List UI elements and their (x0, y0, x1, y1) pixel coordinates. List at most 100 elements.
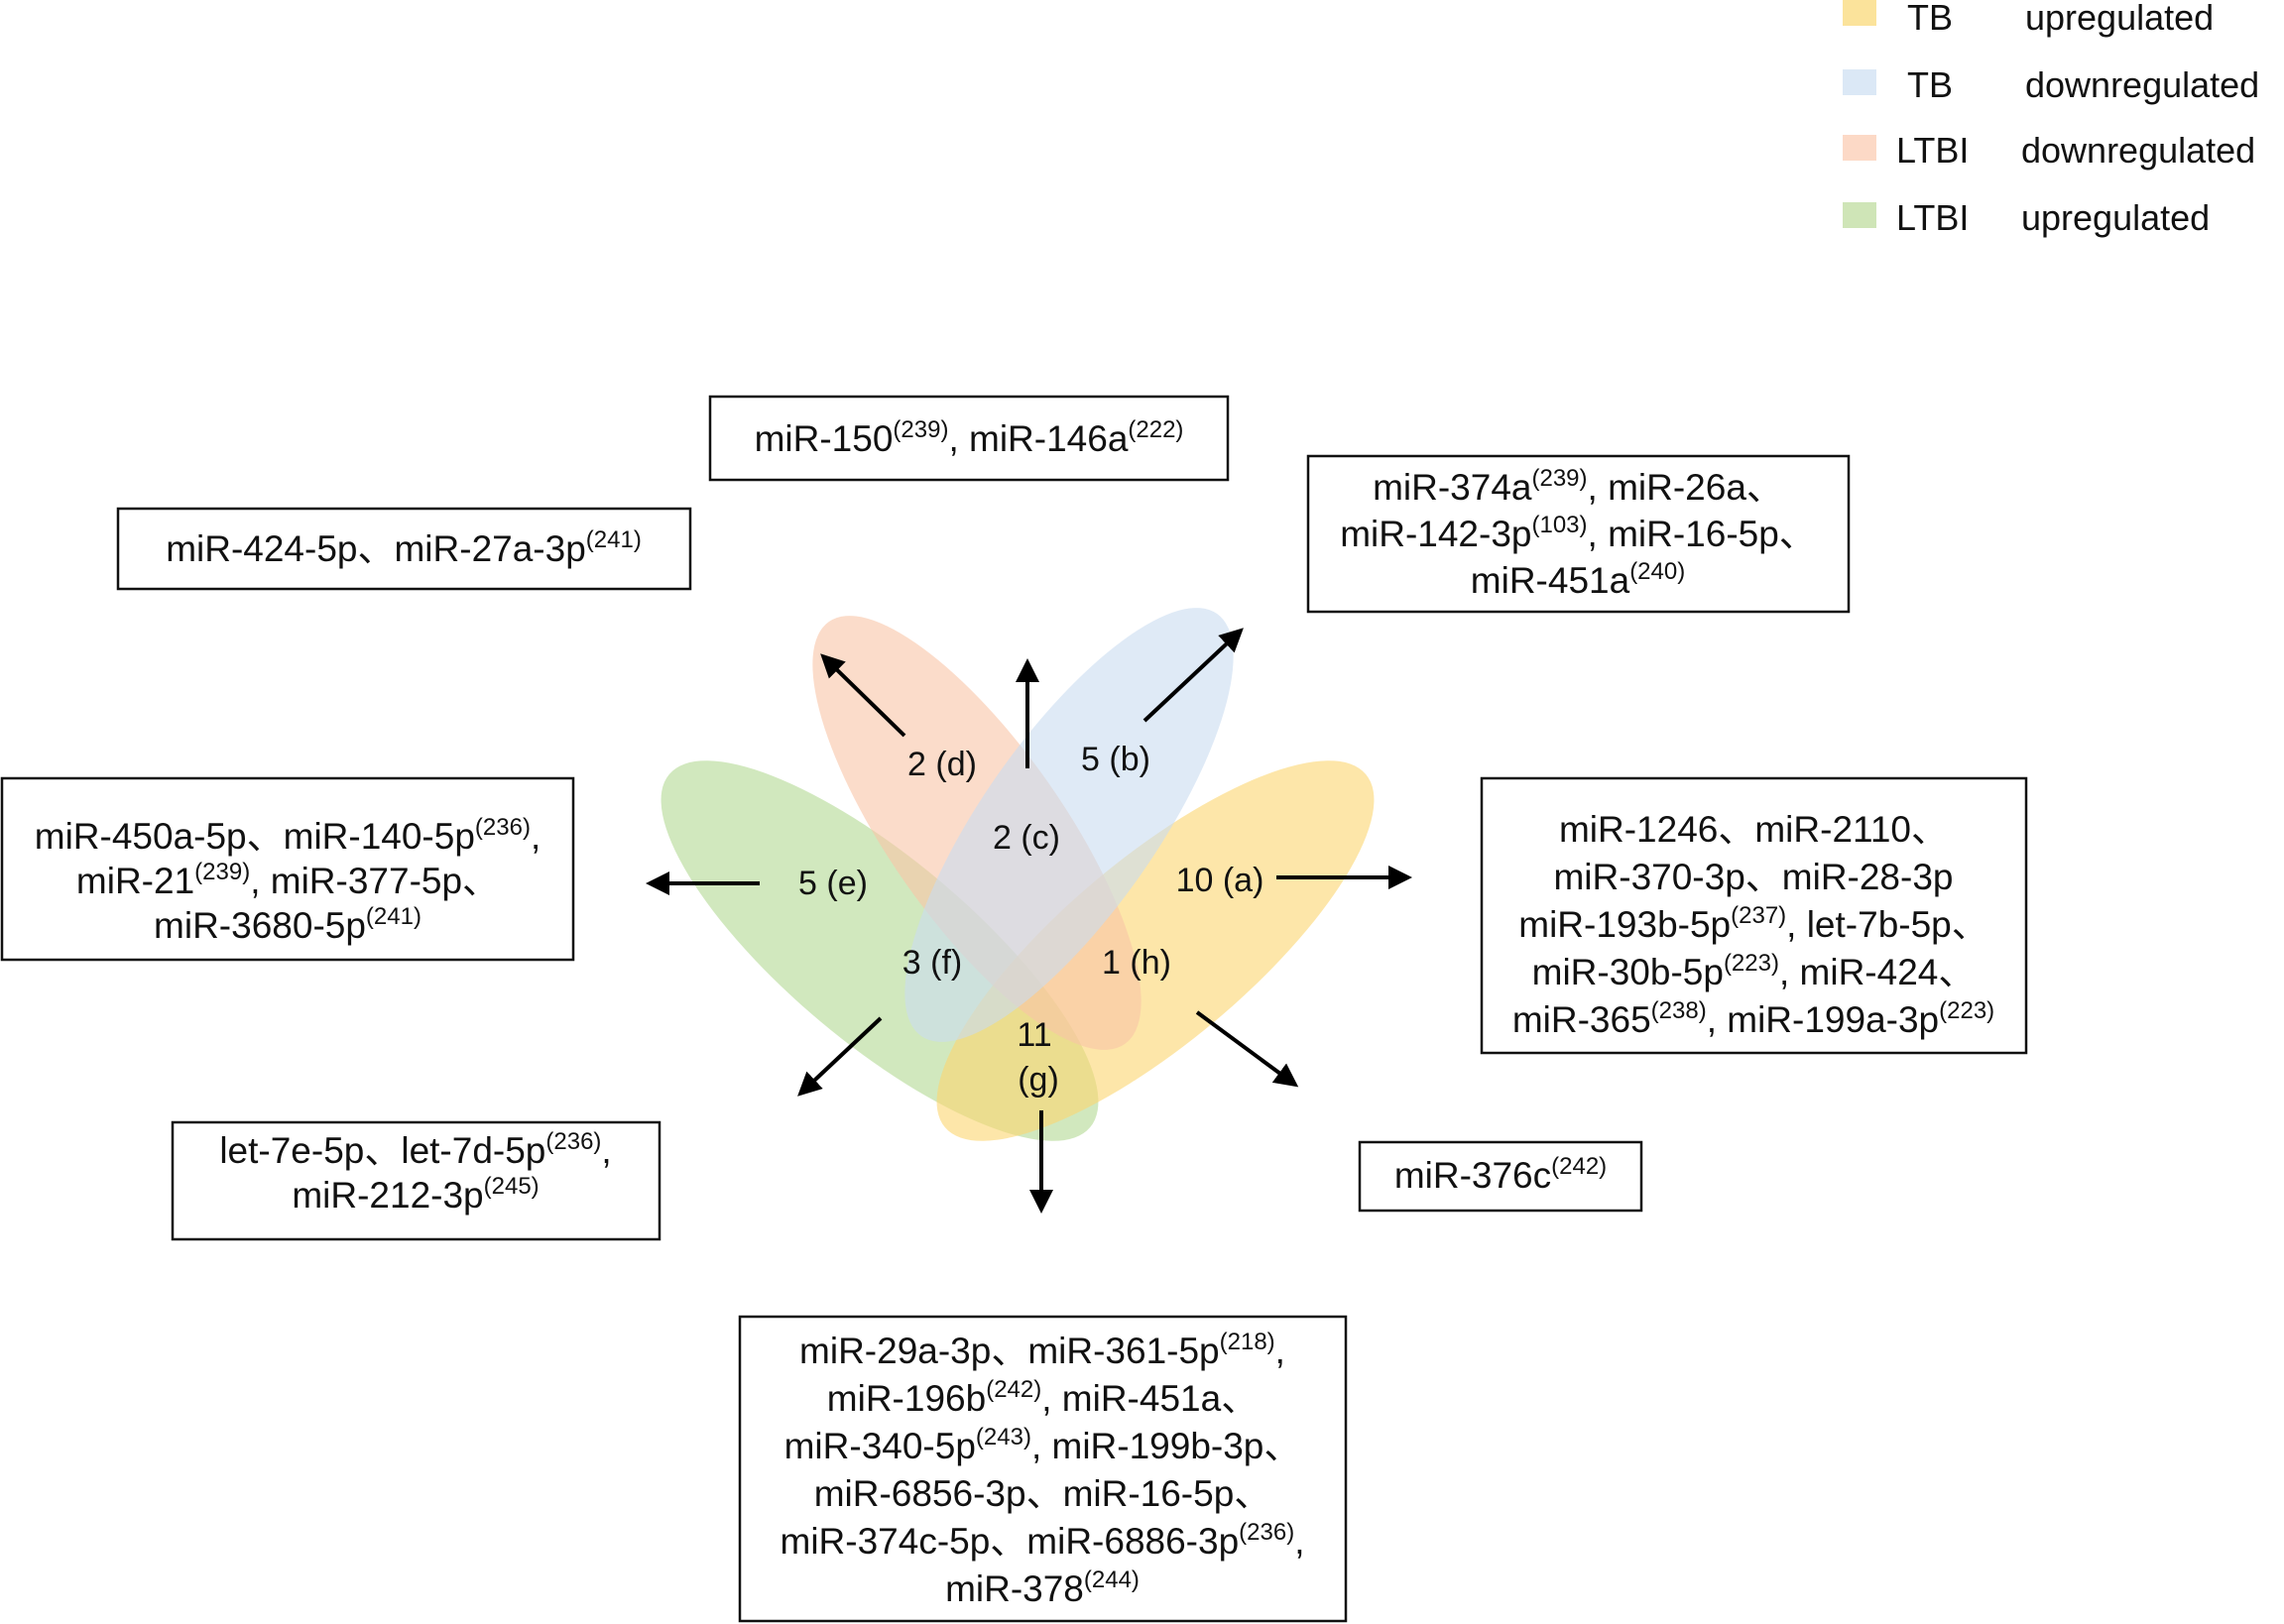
legend-item-tb-up: TB upregulated (1843, 0, 2214, 38)
mirna-text: , let-7b-5p、 (1786, 904, 1988, 945)
legend-group-tb-down: TB (1907, 64, 1953, 105)
mirna-line: miR-212-3p(245)​ (292, 1173, 539, 1216)
mirna-text: miR-451a (1471, 560, 1630, 601)
arrow-bottom-left (797, 1016, 883, 1097)
region-label-g-letter: (g) (1018, 1061, 1059, 1099)
reference-superscript: (240) (1629, 558, 1685, 585)
legend-group-tb-up: TB (1907, 0, 1953, 38)
arrow-bottom-right (1195, 1010, 1299, 1088)
mirna-text: miR-424-5p、miR-27a-3p (166, 528, 586, 569)
reference-superscript: (241) (366, 903, 421, 930)
reference-superscript: (218) (1220, 1329, 1275, 1355)
reference-superscript: (223) (1939, 997, 1994, 1024)
mirna-text: miR-376c (1394, 1155, 1551, 1196)
mirna-text: , miR-146a (948, 418, 1128, 459)
box-text-bottom-left: let-7e-5p、let-7d-5p(236)​,miR-212-3p(245… (219, 1128, 611, 1216)
legend-item-ltbi-down: LTBI downregulated (1843, 130, 2255, 171)
mirna-text: , miR-424、 (1779, 952, 1975, 992)
box-text-top-left: miR-424-5p、miR-27a-3p(241)​ (166, 526, 642, 569)
box-top-right (1306, 454, 1851, 614)
reference-superscript: (242) (986, 1376, 1041, 1403)
mirna-line: miR-21(239)​, miR-377-5p、 (76, 859, 499, 901)
reference-superscript: (244) (1084, 1566, 1140, 1593)
mirna-line: miR-29a-3p、miR-361-5p(218)​, (799, 1329, 1285, 1371)
mirna-text: miR-450a-5p、miR-140-5p (35, 816, 475, 857)
mirna-text: miR-6856-3p、miR-16-5p、 (814, 1473, 1271, 1514)
mirna-line: miR-376c(242)​ (1394, 1153, 1607, 1196)
reference-superscript: (237) (1731, 902, 1786, 929)
legend-direction-tb-down: downregulated (2025, 64, 2259, 105)
mirna-text: miR-193b-5p (1518, 904, 1731, 945)
box-text-bottom: miR-29a-3p、miR-361-5p(218)​, miR-196b(242… (781, 1329, 1305, 1609)
mirna-text: miR-30b-5p (1532, 952, 1724, 992)
mirna-text: , miR-16-5p、 (1588, 514, 1816, 554)
mirna-text: miR-378 (945, 1568, 1084, 1609)
mirna-text: miR-374c-5p、miR-6886-3p (781, 1521, 1240, 1562)
legend-direction-tb-up: upregulated (2025, 0, 2214, 38)
mirna-text: miR-370-3p、miR-28-3p (1553, 857, 1953, 897)
mirna-text: miR-196b (827, 1378, 986, 1419)
mirna-line: miR-365(238)​, miR-199a-3p(223)​ (1512, 997, 1994, 1040)
mirna-text: , (1294, 1521, 1304, 1562)
box-text-left: miR-450a-5p、miR-140-5p(236)​,miR-21(239)… (35, 814, 541, 946)
mirna-line: miR-374c-5p、miR-6886-3p(236)​, (781, 1519, 1305, 1562)
region-label-g-count: 11 (1017, 1016, 1051, 1054)
box-text-right: miR-1246、miR-2110、 miR-370-3p、miR-28-3p mi… (1512, 809, 1994, 1040)
mirna-line: miR-374a(239)​, miR-26a、 (1373, 465, 1783, 508)
mirna-text: miR-365 (1512, 999, 1651, 1040)
region-label-e: 5 (e) (798, 865, 868, 902)
mirna-line: miR-3680-5p(241)​ (154, 903, 421, 946)
mirna-line: miR-424-5p、miR-27a-3p(241)​ (166, 526, 642, 569)
mirna-line: miR-142-3p(103)​, miR-16-5p、 (1340, 512, 1816, 554)
mirna-line: miR-370-3p、miR-28-3p (1553, 857, 1953, 897)
region-label-b: 5 (b) (1081, 741, 1150, 778)
legend-item-tb-down: TB downregulated (1843, 64, 2259, 105)
arrows (646, 628, 1412, 1214)
mirna-text: miR-340-5p (784, 1426, 976, 1466)
mirna-text: miR-29a-3p、miR-361-5p (799, 1331, 1220, 1371)
reference-superscript: (103) (1531, 512, 1587, 538)
reference-superscript: (242) (1551, 1153, 1607, 1180)
mirna-text: , (601, 1130, 611, 1171)
mirna-line: miR-450a-5p、miR-140-5p(236)​, (35, 814, 541, 857)
mirna-text: miR-1246、miR-2110、 (1559, 809, 1948, 850)
region-label-a: 10 (a) (1176, 862, 1264, 899)
box-top-left (116, 507, 692, 591)
mirna-line: miR-196b(242)​, miR-451a、 (827, 1376, 1258, 1419)
box-bottom (738, 1315, 1348, 1623)
reference-superscript: (239) (1531, 465, 1587, 492)
legend-direction-ltbi-down: downregulated (2021, 130, 2255, 171)
region-label-f: 3 (f) (902, 944, 962, 982)
mirna-line: miR-30b-5p(223)​, miR-424、 (1532, 950, 1976, 992)
reference-superscript: (241) (586, 526, 642, 553)
mirna-text: , miR-377-5p、 (250, 861, 499, 901)
mirna-line: miR-378(244)​ (945, 1566, 1140, 1609)
mirna-text: let-7e-5p、let-7d-5p (219, 1130, 545, 1171)
region-label-c: 2 (c) (993, 819, 1060, 857)
legend-swatch-ltbi-up (1843, 202, 1876, 228)
legend-group-ltbi-up: LTBI (1896, 197, 1969, 238)
arrow-top-right (1142, 628, 1244, 723)
box-bottom-left (171, 1120, 661, 1241)
box-text-bottom-right: miR-376c(242)​ (1394, 1153, 1607, 1196)
legend-swatch-tb-up (1843, 0, 1876, 26)
reference-superscript: (236) (475, 814, 531, 841)
mirna-text: , miR-199a-3p (1707, 999, 1939, 1040)
mirna-text: miR-142-3p (1340, 514, 1531, 554)
mirna-text: miR-212-3p (292, 1175, 483, 1216)
mirna-text: , miR-199b-3p、 (1031, 1426, 1300, 1466)
legend-swatch-ltbi-down (1843, 135, 1876, 161)
legend-item-ltbi-up: LTBI upregulated (1843, 197, 2210, 238)
mirna-line: miR-6856-3p、miR-16-5p、 (814, 1473, 1271, 1514)
mirna-text: miR-21 (76, 861, 194, 901)
reference-superscript: (239) (893, 416, 948, 443)
mirna-line: miR-340-5p(243)​, miR-199b-3p、 (784, 1424, 1301, 1466)
box-left (0, 776, 575, 962)
reference-superscript: (222) (1128, 416, 1183, 443)
mirna-text: miR-3680-5p (154, 905, 366, 946)
venn-ellipses (661, 608, 1375, 1141)
box-bottom-right (1358, 1140, 1643, 1213)
legend-swatch-tb-down (1843, 69, 1876, 95)
box-text-top: miR-150(239)​, miR-146a(222)​ (755, 416, 1184, 459)
